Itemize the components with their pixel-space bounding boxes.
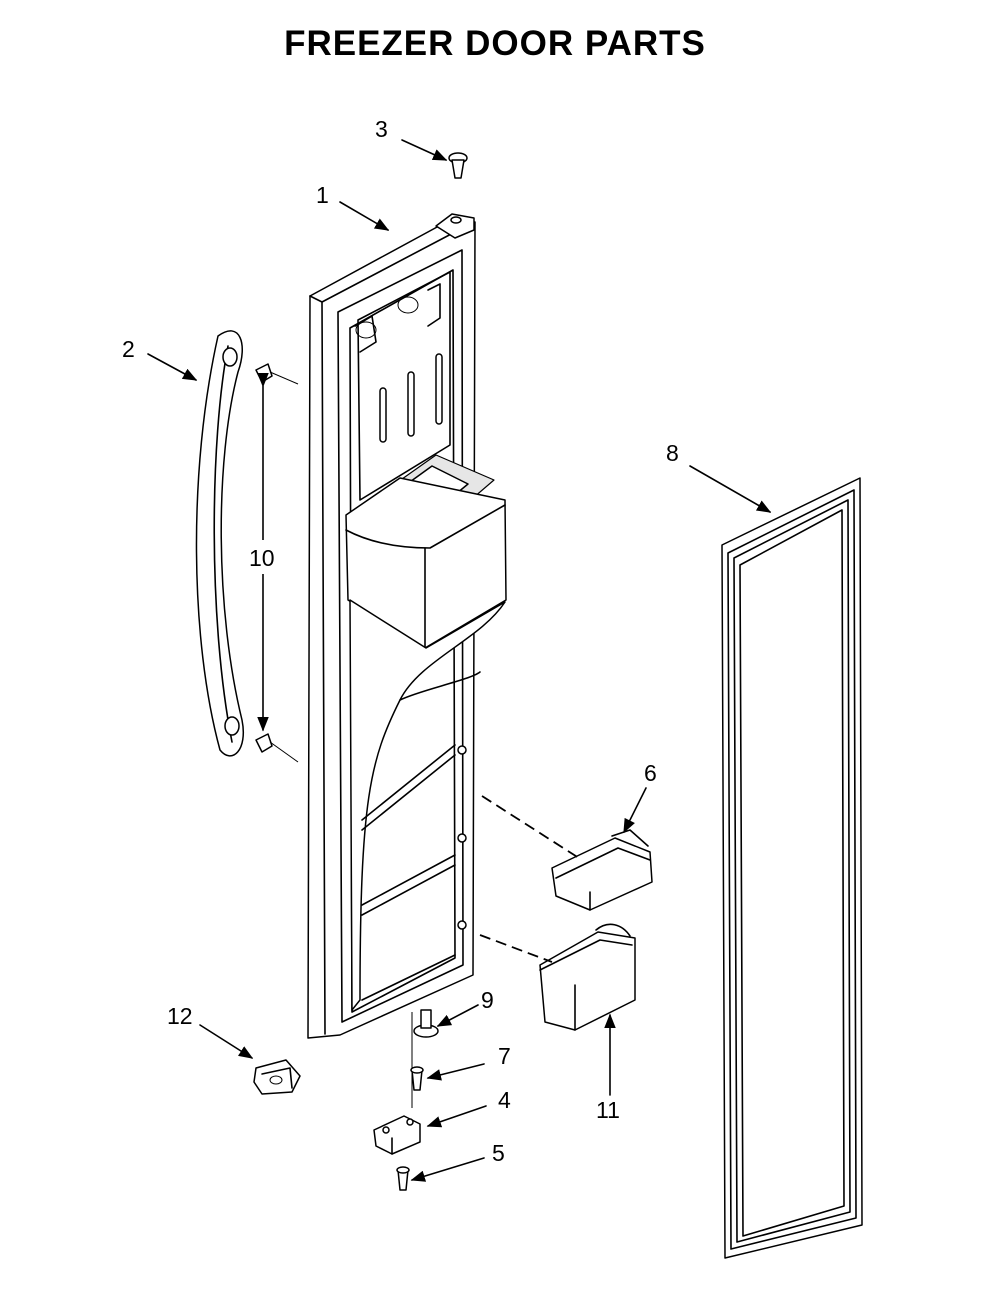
clip-part-12[interactable]	[253, 1059, 301, 1095]
callout-12: 12	[167, 1003, 193, 1029]
page-title: FREEZER DOOR PARTS	[284, 24, 706, 63]
freezer-door-part-1[interactable]	[307, 213, 507, 1039]
large-bin-part-11[interactable]	[539, 923, 636, 1031]
callout-7: 7	[498, 1043, 511, 1069]
callout-2: 2	[122, 336, 135, 362]
leader-arrows	[147, 139, 772, 1182]
hinge-bracket-part-4[interactable]	[373, 1115, 421, 1155]
callout-11: 11	[596, 1097, 620, 1123]
placement-line-11	[479, 934, 553, 963]
door-handle-part-2[interactable]	[195, 330, 244, 757]
callout-3: 3	[375, 116, 388, 142]
hinge-pin-part-9[interactable]	[411, 1009, 439, 1108]
callout-6: 6	[644, 760, 657, 786]
callout-1: 1	[316, 182, 329, 208]
screw-part-7[interactable]	[410, 1066, 424, 1091]
callout-4: 4	[498, 1087, 511, 1113]
door-gasket-part-8[interactable]	[721, 477, 863, 1259]
shelf-bin-part-6[interactable]	[551, 829, 653, 911]
callout-9: 9	[481, 987, 494, 1013]
placement-line-6	[481, 795, 583, 861]
handle-screws-part-10[interactable]	[246, 363, 299, 763]
callout-8: 8	[666, 440, 679, 466]
screw-part-5[interactable]	[396, 1166, 410, 1191]
callout-5: 5	[492, 1140, 505, 1166]
hinge-screw-part-3[interactable]	[448, 152, 468, 179]
callout-10: 10	[249, 545, 275, 571]
